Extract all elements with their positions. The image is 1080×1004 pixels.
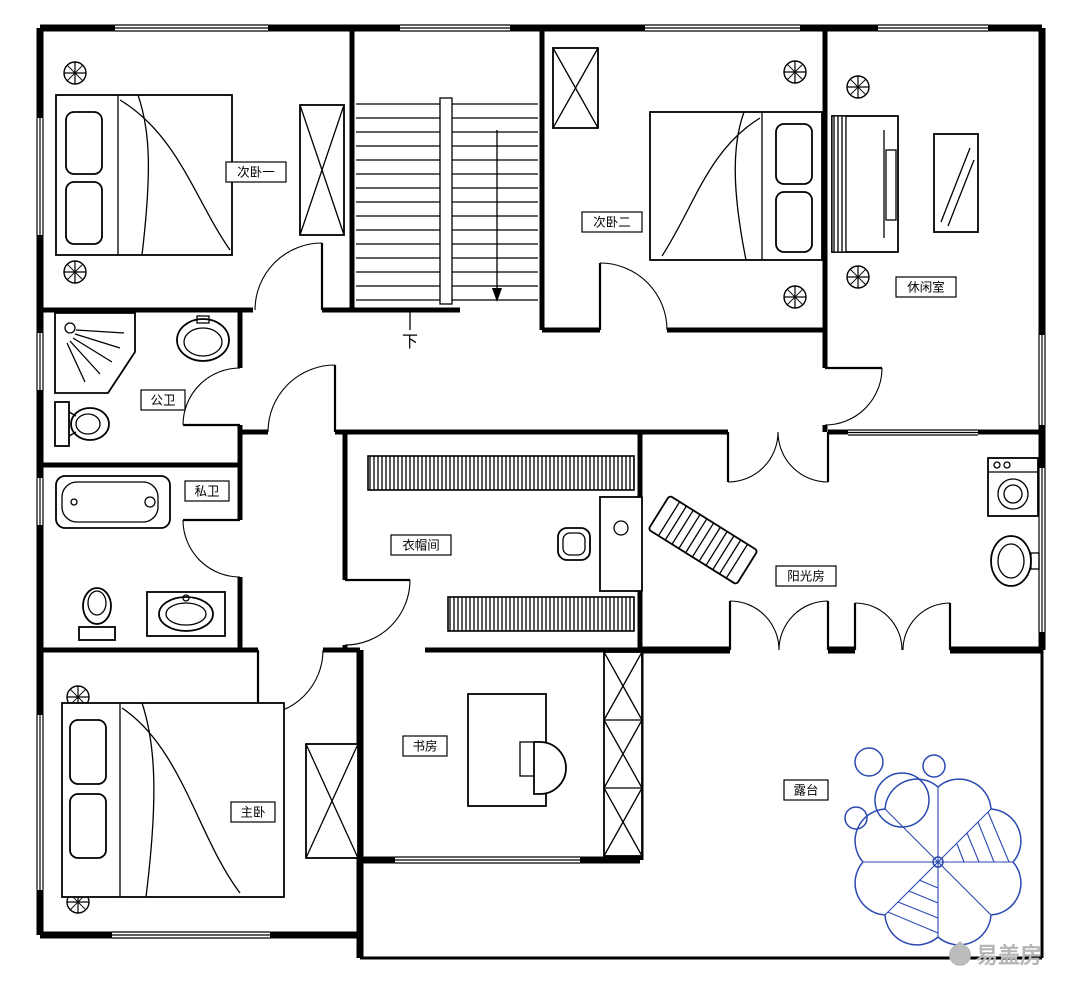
ceiling-light-icon	[63, 260, 87, 284]
dressing-table-cloakroom	[599, 496, 643, 592]
wardrobe-bedroom2	[552, 47, 599, 129]
bathtub-private-bath	[55, 475, 171, 529]
room-label-text: 次卧一	[237, 165, 275, 179]
window-stairs-top	[400, 24, 510, 32]
door-cloakroom	[344, 578, 411, 646]
window-bedroom2-top	[645, 24, 800, 32]
room-label-text: 露台	[793, 782, 818, 797]
door-bedroom1	[254, 242, 324, 311]
window-master-bottom	[112, 931, 270, 939]
room-label-terrace: 露台	[783, 779, 829, 801]
room-label-text: 主卧	[240, 805, 265, 819]
window-sunroom-right	[1038, 468, 1046, 632]
window-master-left	[36, 715, 44, 890]
bed-master	[61, 702, 285, 898]
door-hall-west	[267, 364, 337, 433]
door-terrace-french-1	[728, 600, 830, 651]
room-label-bedroom1: 次卧一	[225, 161, 287, 183]
ceiling-light-icon	[783, 285, 807, 309]
door-private-bath	[182, 518, 241, 578]
terrace-furniture	[844, 747, 1022, 946]
room-label-study: 书房	[402, 735, 448, 757]
desk-study	[467, 693, 547, 807]
room-label-text: 阳光房	[787, 568, 825, 583]
bed-bedroom2	[649, 111, 823, 261]
bed-bedroom1	[55, 94, 233, 256]
staircase: 下	[356, 97, 538, 351]
shower-public-bath	[54, 312, 136, 394]
ceiling-light-icon	[783, 60, 807, 84]
stairs-down-label: 下	[402, 334, 418, 351]
window-bedroom1-top	[115, 24, 268, 32]
stair-center-rail	[439, 97, 453, 305]
sink-sunroom	[990, 535, 1040, 587]
ceiling-light-icon	[846, 75, 870, 99]
mirror-leisure	[933, 133, 979, 233]
room-label-cloakroom: 衣帽间	[390, 534, 452, 556]
room-label-bedroom2: 次卧二	[581, 211, 643, 233]
patio-table-and-chairs	[844, 747, 946, 830]
window-leisure-right	[1038, 335, 1046, 425]
room-label-text: 公卫	[150, 393, 175, 407]
stair-treads-right	[452, 103, 538, 301]
chaise-lounge-sunroom	[648, 495, 758, 585]
room-label-master: 主卧	[230, 801, 276, 823]
closet-cloakroom-bottom	[447, 596, 635, 632]
window-leisure-sunroom	[848, 429, 978, 436]
piano-leisure	[831, 115, 899, 253]
room-labels: 次卧一 次卧二 休闲室 公卫 私卫 衣帽间 阳光房 主卧	[140, 161, 957, 823]
room-label-text: 书房	[412, 738, 437, 753]
terrace-railing	[360, 650, 1044, 960]
watermark-text: 易盖房	[976, 943, 1042, 968]
watermark-logo-roof	[951, 941, 969, 949]
watermark-logo-icon	[949, 944, 971, 966]
closet-cloakroom-top	[367, 455, 635, 491]
room-label-leisure: 休闲室	[895, 276, 957, 298]
stool-cloakroom	[557, 527, 591, 561]
furniture	[54, 47, 1040, 898]
vanity-private-bath	[146, 591, 226, 637]
chair-study	[533, 741, 567, 795]
toilet-private-bath	[78, 587, 116, 641]
room-label-text: 休闲室	[907, 279, 945, 294]
door-terrace-french-2	[853, 602, 952, 651]
toilet-public-bath	[54, 401, 110, 447]
doors	[182, 242, 952, 716]
ceiling-light-icon	[63, 61, 87, 85]
door-bedroom2	[598, 262, 668, 331]
washing-machine-sunroom	[987, 457, 1039, 517]
cabinet-master	[305, 743, 359, 859]
room-label-text: 衣帽间	[402, 537, 440, 552]
room-label-text: 私卫	[194, 484, 219, 498]
ceiling-light-icon	[846, 265, 870, 289]
windows	[36, 24, 1046, 939]
door-leisure	[824, 366, 883, 426]
window-leisure-top	[878, 24, 988, 32]
room-label-sunroom: 阳光房	[775, 565, 837, 587]
room-label-text: 次卧二	[593, 215, 631, 229]
patio-umbrella	[854, 778, 1022, 946]
stair-arrowhead	[492, 288, 502, 302]
bookshelf-study	[603, 651, 643, 857]
window-study-bottom	[395, 856, 580, 864]
room-label-public-bath: 公卫	[140, 389, 186, 411]
wardrobe-bedroom1	[299, 104, 345, 236]
sink-public-bath	[176, 315, 230, 362]
watermark: 易盖房	[949, 941, 1042, 968]
interior-walls	[40, 28, 1042, 653]
window-bedroom1-left	[36, 118, 44, 235]
door-sunroom-french	[726, 431, 830, 483]
window-privatebath-left	[36, 478, 44, 525]
room-label-private-bath: 私卫	[184, 480, 230, 502]
door-public-bath	[182, 367, 241, 427]
stair-treads-left	[356, 103, 440, 301]
window-publicbath-left	[36, 333, 44, 390]
